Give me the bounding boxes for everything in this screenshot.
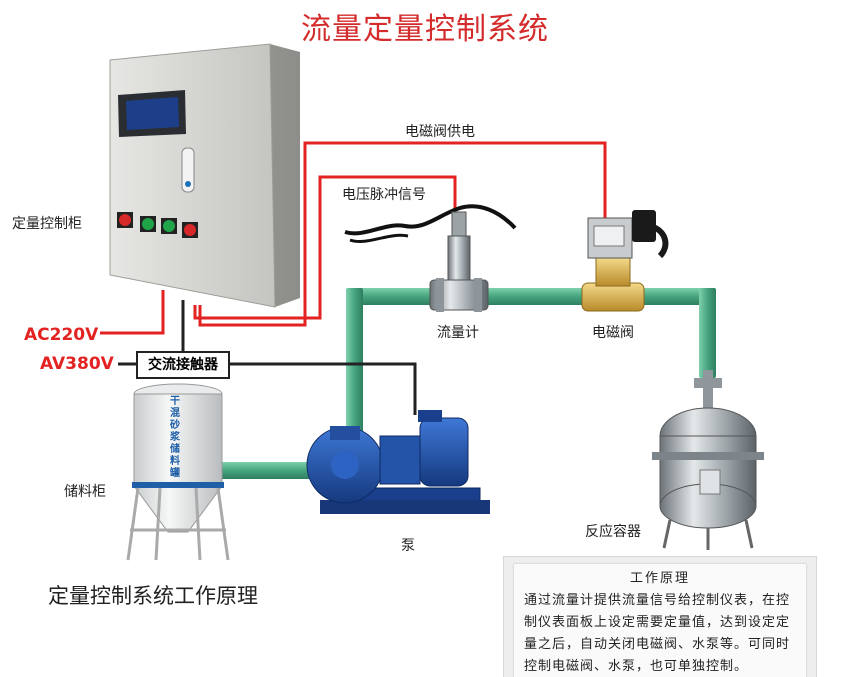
contactor-wires — [118, 300, 417, 415]
ac220-wire — [100, 290, 165, 335]
green-button-2 — [163, 220, 175, 232]
red-button-2 — [184, 224, 196, 236]
diagram-caption: 定量控制系统工作原理 — [48, 584, 258, 608]
label-pulse-signal: 电压脉冲信号 — [342, 187, 426, 203]
diagram-title: 流量定量控制系统 — [301, 12, 549, 47]
label-av380: AV380V — [40, 354, 114, 374]
label-ac220: AC220V — [24, 325, 99, 345]
label-storage-tank: 储料柜 — [64, 484, 106, 500]
controller-screen — [126, 97, 179, 130]
power-signal-wires — [100, 141, 607, 335]
label-solenoid-valve: 电磁阀 — [592, 325, 634, 341]
pulse-signal-wire — [193, 175, 457, 320]
label-valve-power: 电磁阀供电 — [405, 124, 475, 140]
control-cabinet — [109, 43, 300, 308]
working-principle-title: 工作原理 — [629, 571, 690, 586]
contactor-to-pump-wire — [230, 362, 417, 415]
door-handle — [181, 147, 195, 193]
control-buttons — [117, 212, 198, 238]
green-button-1 — [142, 218, 154, 230]
working-principle-card: 工作原理 通过流量计提供流量信号给控制仪表，在控制仪表面板上设定需要定量值，达到… — [514, 564, 806, 677]
reactor-vessel — [652, 370, 764, 550]
tank-marking: 干混砂浆储料罐 — [170, 396, 180, 479]
label-pump: 泵 — [401, 538, 415, 554]
solenoid-valve — [581, 210, 669, 312]
pump-motor — [419, 417, 469, 487]
working-principle-panel: 工作原理 通过流量计提供流量信号给控制仪表，在控制仪表面板上设定需要定量值，达到… — [503, 556, 817, 677]
label-control-cabinet: 定量控制柜 — [12, 216, 82, 232]
working-principle-text: 通过流量计提供流量信号给控制仪表，在控制仪表面板上设定需要定量值，达到设定定量之… — [524, 593, 791, 674]
flowmeter — [344, 204, 517, 312]
pipe-top-horizontal — [348, 288, 716, 305]
tank-legs — [126, 487, 230, 561]
pipe-to-reactor — [699, 288, 716, 378]
pipe-tank-to-pump — [196, 462, 326, 479]
valve-power-wire — [198, 141, 607, 327]
tank-blue-band — [132, 482, 224, 488]
red-button-1 — [119, 214, 131, 226]
contactor-box: 交流接触器 — [136, 351, 230, 379]
storage-tank-graphic — [126, 383, 230, 561]
pump-graphic — [306, 410, 490, 514]
label-reactor: 反应容器 — [585, 524, 641, 540]
label-flowmeter: 流量计 — [437, 325, 479, 341]
